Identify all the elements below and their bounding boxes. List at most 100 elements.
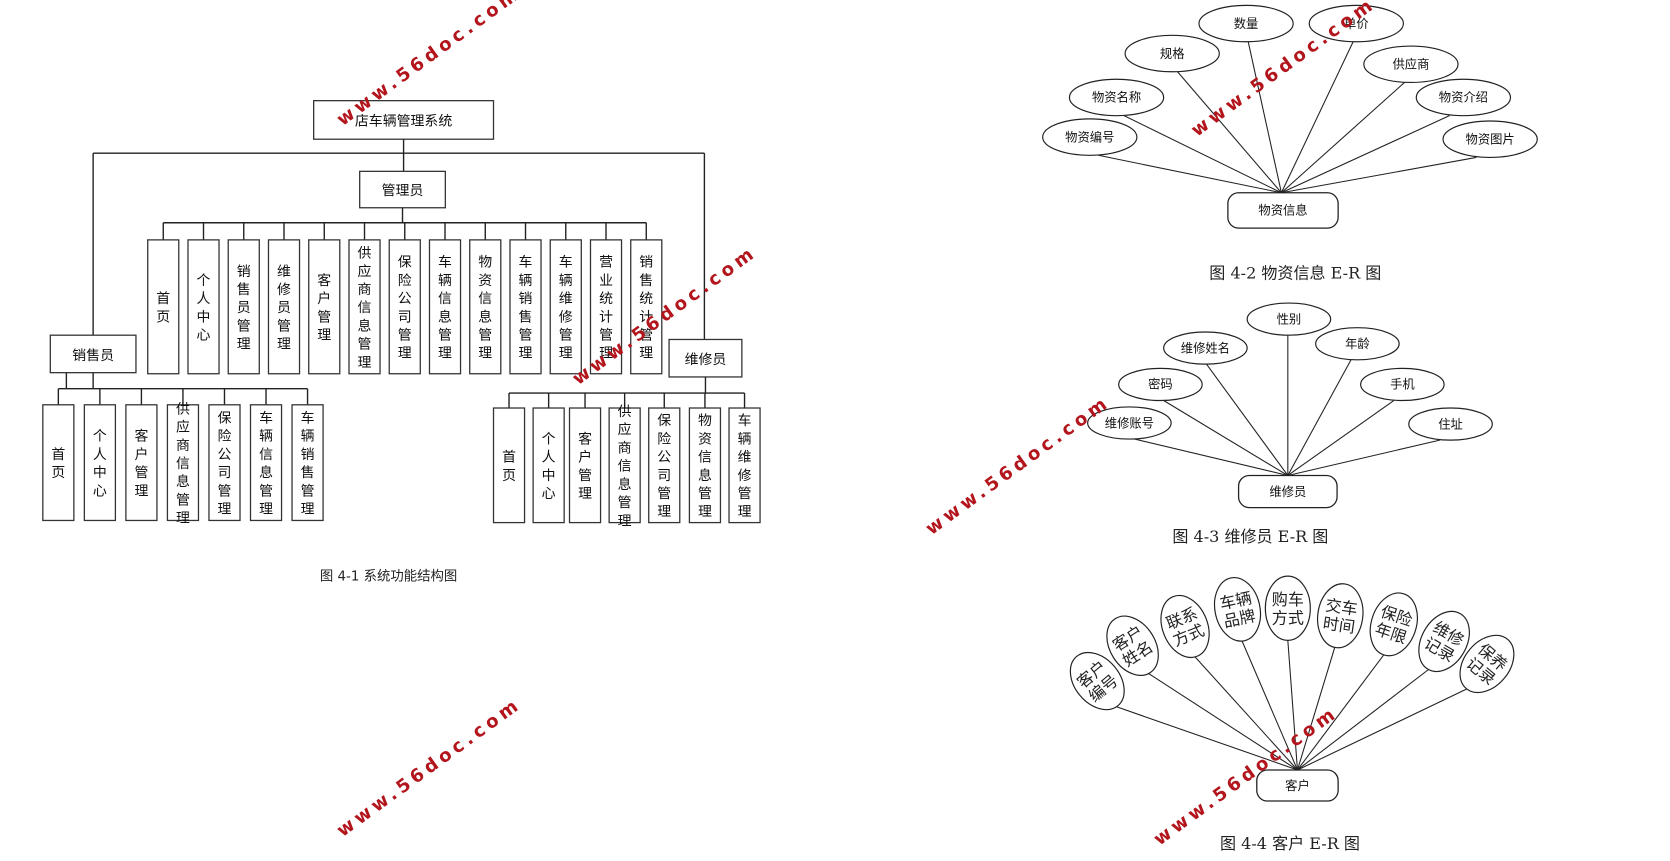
label-char: 管 — [277, 318, 291, 334]
label-char: 理 — [317, 327, 331, 343]
label-char: 公 — [218, 447, 232, 463]
label-char: 司 — [657, 468, 671, 484]
attribute-ellipse-shape — [1160, 594, 1210, 659]
role-box-salesperson — [49, 334, 137, 374]
label-char: 页 — [156, 309, 170, 325]
role-label-salesperson: 销售员 — [72, 348, 114, 364]
attribute-link-line — [1098, 154, 1282, 194]
entity-label: 维修员 — [1269, 484, 1306, 499]
label-char: 辆 — [738, 431, 752, 447]
repairman-module-box — [492, 407, 526, 524]
label-char: 管 — [559, 327, 573, 343]
label-char: 理 — [301, 501, 315, 517]
label-char: 修 — [738, 468, 752, 484]
attribute-link-line — [1247, 41, 1282, 193]
attribute-link-line — [1287, 640, 1298, 771]
label-char: 息 — [176, 473, 190, 490]
label-char: 管 — [478, 327, 492, 343]
root-node-label: 店车辆管理系统 — [355, 112, 452, 129]
label-char: 保 — [398, 255, 412, 271]
label-char: 理 — [519, 346, 533, 362]
label-char: 车 — [301, 409, 315, 426]
attribute-label: 规格 — [1160, 46, 1185, 61]
repairman-module-label: 首页 — [502, 450, 516, 484]
admin-module-box — [227, 239, 260, 375]
repairman-module-box — [532, 407, 565, 524]
figure-caption: 图 4-3 维修员 E-R 图 — [1172, 527, 1328, 546]
attribute-label: 单价 — [1344, 17, 1369, 31]
entity-label: 客户 — [1285, 778, 1310, 793]
label-char: 心 — [542, 486, 556, 502]
attribute-link-line — [1297, 687, 1471, 771]
attribute-ellipse-shape — [1408, 407, 1493, 441]
attribute-label: 性别 — [1277, 312, 1302, 326]
attribute-ellipse-shape — [1118, 367, 1203, 402]
admin-module-box — [589, 239, 623, 375]
attribute-ellipse-shape — [1163, 331, 1248, 365]
salesperson-module-label: 首页 — [51, 447, 65, 481]
attribute-label: 密码 — [1148, 377, 1173, 392]
label-char: 息 — [438, 308, 452, 325]
attribute-ellipse-shape — [1042, 118, 1138, 156]
attribute-ellipse: 维修姓名 — [1163, 331, 1248, 365]
label-char: 理 — [657, 504, 671, 520]
label-char: 管 — [317, 309, 331, 325]
label-char: 理 — [398, 346, 412, 362]
admin-module-box — [630, 239, 663, 375]
attribute-ellipse: 密码 — [1118, 367, 1203, 402]
salesperson-module-box — [125, 404, 158, 522]
label-char: 修 — [559, 309, 573, 325]
label-char: 个 — [93, 429, 107, 445]
attribute-label: 住址 — [1438, 417, 1463, 431]
attribute-link-line — [1163, 400, 1289, 476]
attribute-link-line — [1287, 359, 1352, 476]
attribute-ellipse: 维修账号 — [1087, 406, 1172, 440]
label-char: 信 — [618, 459, 632, 475]
attribute-ellipse: 数量 — [1198, 4, 1294, 43]
label-char: 维 — [738, 450, 752, 466]
repairman-module-box — [648, 407, 681, 524]
attribute-ellipse-shape — [1068, 78, 1165, 117]
attribute-link-line — [1281, 82, 1405, 194]
label-char: 理 — [358, 355, 372, 371]
label-char: 理 — [559, 346, 573, 362]
attribute-ellipse: 规格 — [1124, 34, 1220, 73]
attribute-label: 物资介绍 — [1439, 91, 1488, 105]
attribute-link-line — [1281, 115, 1450, 194]
figure-caption: 图 4-2 物资信息 E-R 图 — [1209, 263, 1381, 282]
label-char: 管 — [738, 486, 752, 502]
label-char: 首 — [156, 291, 170, 307]
label-char: 人 — [542, 450, 556, 466]
label-char: 销 — [301, 447, 315, 463]
attribute-link-line — [1123, 115, 1282, 194]
attribute-link-line — [1177, 71, 1282, 194]
salesperson-module-box — [291, 404, 324, 522]
label-char: 理 — [218, 501, 232, 517]
label-char: 供 — [176, 401, 190, 417]
attribute-link-line — [1241, 640, 1298, 771]
label-char: 司 — [398, 309, 412, 325]
label-char: 车 — [438, 254, 452, 271]
attribute-ellipse: 物资介绍 — [1415, 78, 1512, 117]
er-diagram-2: 物资编号物资名称规格数量单价供应商物资介绍物资图片物资信息图 4-2 物资信息 … — [1042, 4, 1538, 282]
label-char: 理 — [277, 337, 291, 353]
label-char: 维 — [277, 264, 291, 280]
attribute-ellipse-shape — [1415, 78, 1512, 117]
role-label-repairman: 维修员 — [685, 352, 727, 368]
label-char: 辆 — [519, 273, 533, 289]
attribute-ellipse-shape — [1106, 615, 1159, 676]
label-char: 商 — [176, 438, 190, 454]
